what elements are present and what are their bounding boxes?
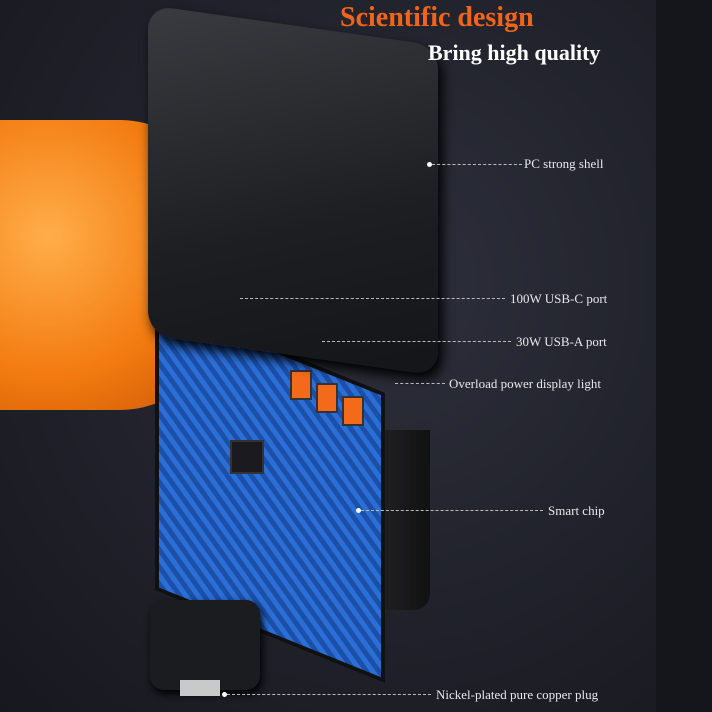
charger-shell [148,5,438,376]
callout-line [395,383,445,384]
usb-a-port [342,396,364,426]
callout-line [227,694,431,695]
right-edge-strip [656,0,712,712]
callout-dot [356,508,361,513]
usb-a-port [316,383,338,413]
callout-smart-chip: Smart chip [548,503,605,518]
subheadline: Bring high quality [428,40,601,65]
callout-line [322,341,511,342]
callout-dot [222,692,227,697]
plug-prongs [180,680,220,696]
callout-usb-c: 100W USB-C port [510,291,608,306]
callout-usb-a: 30W USB-A port [516,334,607,349]
callout-line [361,510,543,511]
headline: Scientific design [340,2,534,33]
plug [150,600,260,690]
callout-line [432,164,522,165]
callout-shell: PC strong shell [524,156,604,171]
callout-plug: Nickel-plated pure copper plug [436,687,599,702]
smart-chip [230,440,264,474]
callout-overload-light: Overload power display light [449,376,601,391]
usb-a-port [290,370,312,400]
callout-line [240,298,505,299]
callout-dot [427,162,432,167]
